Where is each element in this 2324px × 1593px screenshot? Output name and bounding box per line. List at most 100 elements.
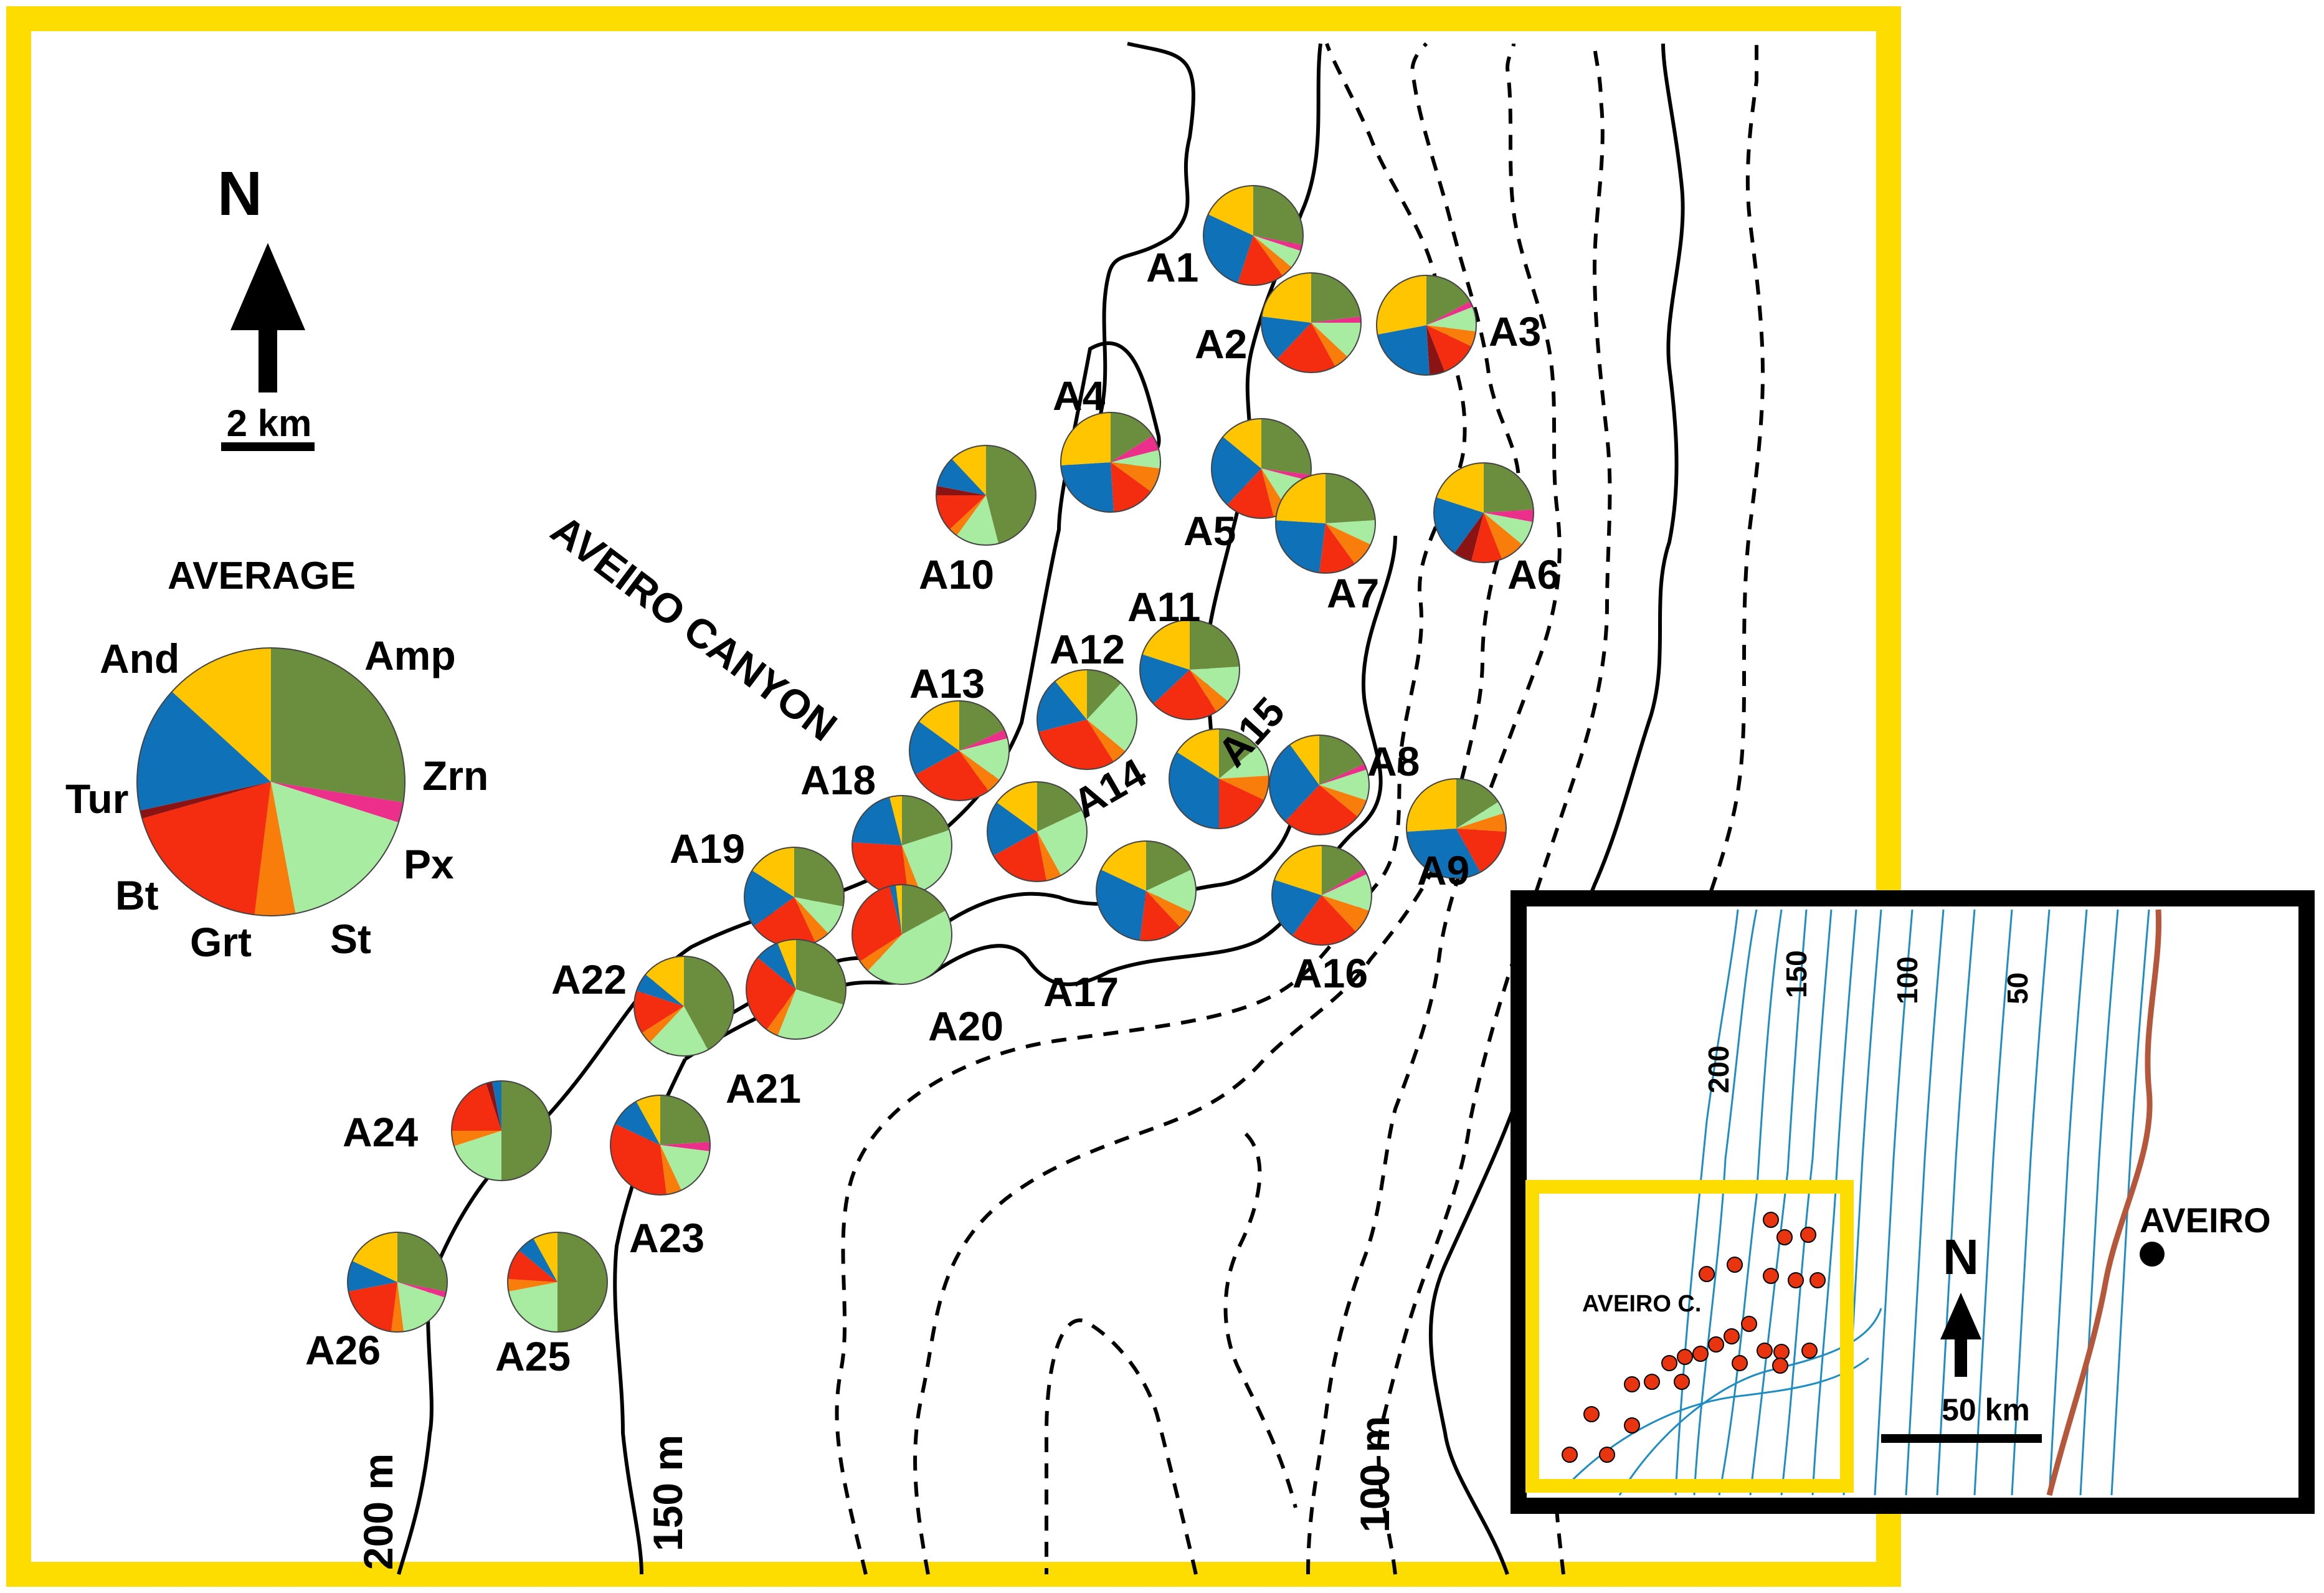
station-a1-slice-amp [1253, 186, 1304, 245]
station-a11-slice-tur [1140, 654, 1190, 704]
station-a6-slice-amp [1484, 463, 1534, 513]
station-a10-slice-grt [936, 495, 986, 530]
station-pie-a9 [1406, 778, 1507, 879]
station-label-a10: A10 [919, 551, 994, 597]
station-a4-slice-grt [1111, 462, 1151, 512]
station-a7-outline [1275, 473, 1376, 574]
station-a25-slice-st [508, 1278, 557, 1291]
station-a1-slice-tur [1203, 214, 1253, 283]
station-a16-slice-zrn [1322, 868, 1367, 895]
station-pie-a20 [851, 884, 952, 985]
depth-label-100: 100 m [1352, 1416, 1398, 1533]
station-a13-slice-zrn [959, 729, 1008, 751]
station-pie-a7 [1275, 473, 1376, 574]
inset-scale-label: 50 km [1942, 1392, 2030, 1427]
station-a10-slice-bt [936, 486, 986, 495]
station-a11-outline [1139, 619, 1240, 720]
station-label-a26: A26 [305, 1327, 381, 1373]
station-a4-outline [1060, 412, 1161, 513]
station-a8-slice-grt [1285, 785, 1358, 835]
station-a18-slice-grt [852, 842, 909, 895]
station-pie-a12 [1036, 669, 1137, 770]
station-a15-slice-amp [1219, 729, 1258, 779]
north-label: N [217, 159, 262, 229]
average-title: AVERAGE [168, 554, 356, 597]
station-a22-slice-and [645, 956, 684, 1006]
depth-labels: 200 m 150 m 100 m [355, 1416, 1398, 1570]
station-a25-slice-and [533, 1232, 557, 1282]
station-a17-outline [1096, 840, 1197, 941]
station-a15-slice-st [1219, 775, 1269, 801]
station-a1-slice-st [1253, 235, 1292, 276]
station-a21-slice-amp [796, 939, 846, 1005]
station-a26-slice-grt [348, 1282, 397, 1332]
station-label-a16: A16 [1292, 950, 1368, 996]
station-a2-slice-px [1311, 323, 1361, 357]
station-a15-slice-tur [1169, 752, 1219, 829]
station-label-a24: A24 [343, 1109, 418, 1155]
station-a4-slice-px [1111, 450, 1161, 469]
station-label-a19: A19 [670, 825, 745, 872]
station-a6-slice-px [1484, 513, 1533, 544]
station-a14-outline [987, 781, 1088, 882]
station-pie-a24 [451, 1080, 552, 1181]
station-label-a7: A7 [1327, 570, 1379, 616]
station-a14-slice-st [1037, 832, 1061, 881]
station-a24-slice-tur [492, 1081, 501, 1131]
station-a14-slice-amp [1037, 782, 1083, 832]
station-label-a25: A25 [495, 1333, 571, 1379]
station-a13-slice-tur [909, 721, 959, 775]
station-a6-slice-st [1484, 513, 1522, 559]
station-a11-slice-px [1190, 666, 1240, 701]
station-a21-slice-st [766, 989, 796, 1036]
station-a15-slice-grt [1219, 779, 1264, 829]
depth-label-150: 150 m [645, 1435, 691, 1551]
station-a25-slice-tur [519, 1238, 557, 1282]
station-a5-slice-amp [1261, 419, 1311, 475]
station-pie-a3 [1376, 275, 1477, 376]
station-label-a8: A8 [1367, 738, 1420, 784]
inset-north-label: N [1943, 1229, 1979, 1285]
station-pie-a5 [1211, 418, 1312, 519]
station-a12-outline [1036, 669, 1137, 770]
inset-north-arrow-icon [1940, 1293, 1981, 1377]
station-a18-slice-px [902, 830, 952, 892]
station-pie-a23 [610, 1095, 711, 1196]
station-a12-slice-px [1087, 683, 1137, 751]
station-a16-slice-amp [1322, 845, 1364, 895]
station-a22-outline [633, 956, 734, 1057]
station-a3-slice-st [1426, 325, 1476, 347]
station-a5-slice-tur [1211, 437, 1261, 505]
station-a11-slice-grt [1153, 670, 1217, 720]
legend-label-bt: Bt [115, 872, 159, 918]
station-a19-slice-grt [754, 897, 816, 947]
station-a23-slice-tur [615, 1101, 660, 1145]
station-a6-slice-and [1436, 463, 1484, 513]
inset-depth-200: 200 [1702, 1045, 1735, 1093]
station-a2-slice-tur [1261, 316, 1311, 359]
station-a6-slice-grt [1471, 513, 1502, 563]
station-a17-slice-st [1146, 891, 1192, 928]
station-a3-slice-grt [1426, 325, 1472, 372]
station-a20-slice-grt [852, 886, 902, 961]
station-a4-slice-zrn [1111, 435, 1159, 462]
station-a18-slice-and [889, 796, 902, 845]
station-a2-slice-and [1261, 273, 1311, 323]
legend-label-grt: Grt [190, 919, 252, 965]
station-label-a9: A9 [1417, 847, 1469, 893]
station-a11-slice-st [1190, 670, 1228, 712]
station-a18-slice-st [902, 845, 921, 895]
station-a21-slice-and [777, 939, 796, 989]
station-a1-slice-px [1253, 235, 1301, 267]
inset-scale-bar [1881, 1434, 2042, 1443]
station-a20-outline [851, 884, 952, 985]
station-a3-slice-px [1426, 307, 1476, 332]
station-pie-a21 [746, 939, 847, 1040]
average-pie-slice-px [271, 782, 399, 914]
station-a8-slice-px [1319, 769, 1369, 801]
station-a4-slice-amp [1111, 412, 1153, 462]
station-a1-slice-grt [1238, 235, 1283, 285]
station-a23-slice-st [660, 1145, 682, 1195]
station-a3-slice-tur [1377, 325, 1430, 375]
station-a2-slice-zrn [1311, 316, 1361, 323]
